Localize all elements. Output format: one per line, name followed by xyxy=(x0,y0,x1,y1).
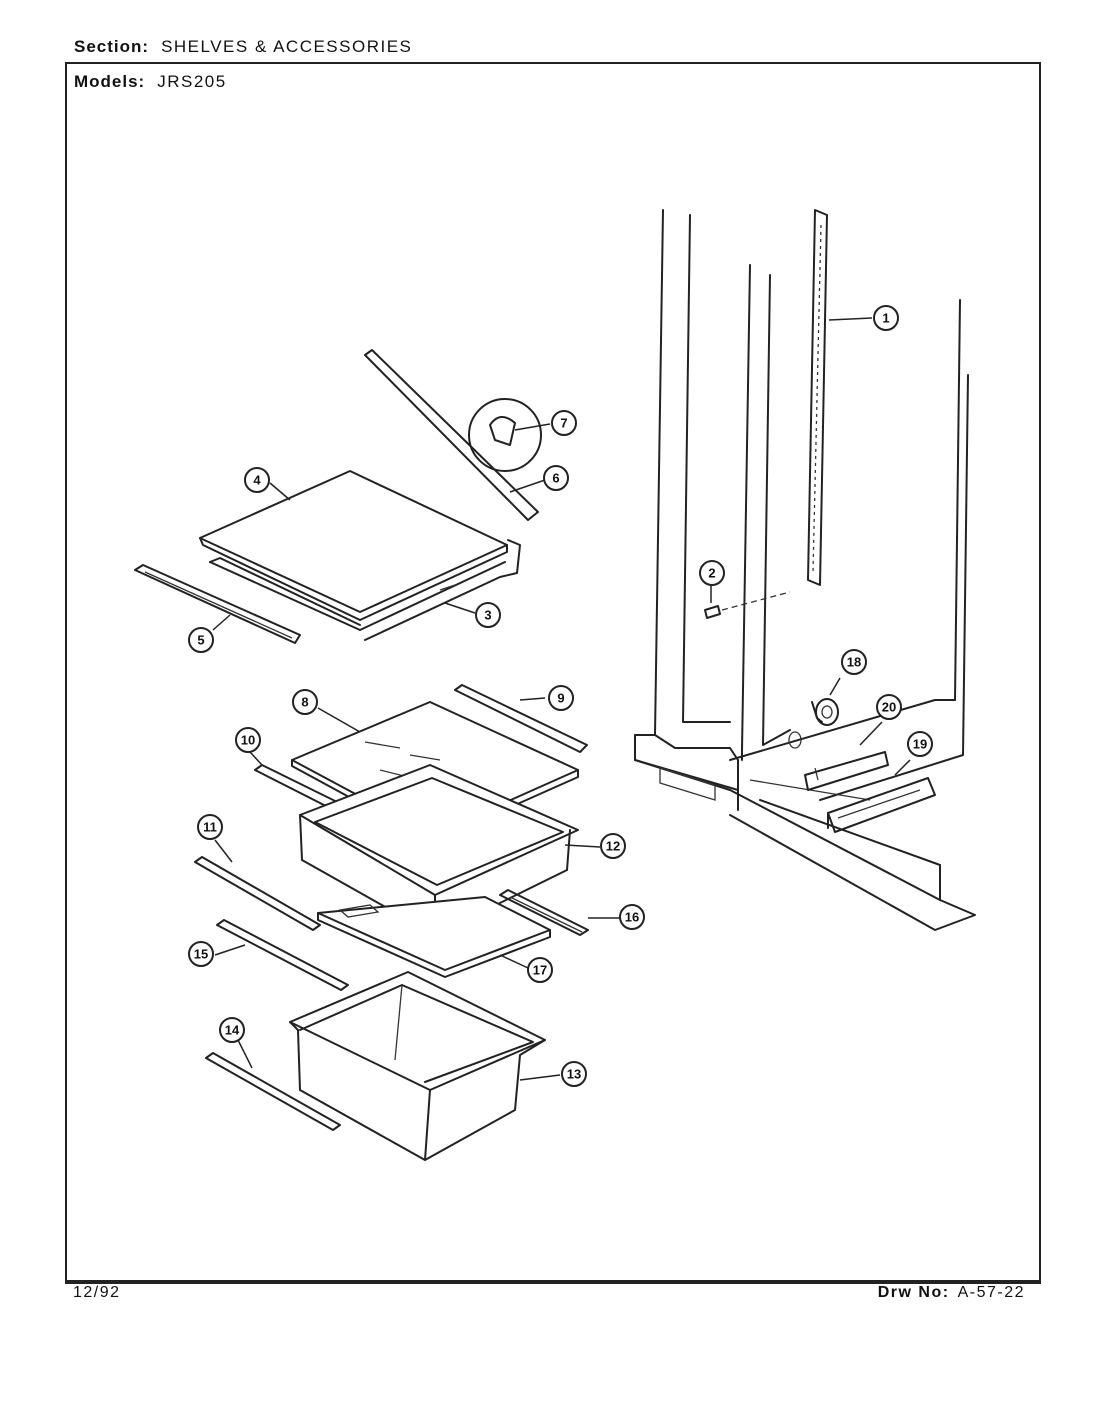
callout-number: 9 xyxy=(557,691,564,706)
callout-circle xyxy=(292,689,318,715)
callout-number: 8 xyxy=(301,695,308,710)
callout-circle xyxy=(188,627,214,653)
callout-9: 9 xyxy=(548,685,574,711)
callout-circle xyxy=(543,465,569,491)
callout-1: 1 xyxy=(873,305,899,331)
callout-20: 20 xyxy=(876,694,902,720)
callout-number: 20 xyxy=(882,700,896,715)
callout-number: 17 xyxy=(533,963,547,978)
models-heading: Models: JRS205 xyxy=(74,72,227,92)
callout-circle xyxy=(197,814,223,840)
part-14-trim xyxy=(205,1039,341,1131)
drawing-number-value: A-57-22 xyxy=(957,1284,1025,1301)
callout-number: 10 xyxy=(241,733,255,748)
callout-number: 4 xyxy=(253,473,261,488)
section-heading: Section: SHELVES & ACCESSORIES xyxy=(74,37,412,57)
section-label: Section: xyxy=(74,37,150,56)
callout-number: 13 xyxy=(567,1067,581,1082)
part-13-lower-drawer xyxy=(289,971,561,1161)
callout-14: 14 xyxy=(219,1017,245,1043)
part-7-clip-detail xyxy=(468,398,551,472)
callout-number: 3 xyxy=(484,608,491,623)
callout-number: 14 xyxy=(225,1023,240,1038)
callout-6: 6 xyxy=(543,465,569,491)
callout-2: 2 xyxy=(699,560,725,586)
drawing-number-label: Drw No: xyxy=(877,1284,950,1301)
footer-divider xyxy=(65,1280,1041,1282)
part-4-upper-shelf xyxy=(199,470,521,641)
part-6-rear-trim xyxy=(364,349,546,521)
callout-circle xyxy=(475,602,501,628)
part-16-slide xyxy=(499,889,620,936)
part-2-screw xyxy=(704,585,791,619)
callout-number: 7 xyxy=(560,416,567,431)
callout-18: 18 xyxy=(841,649,867,675)
callout-7: 7 xyxy=(551,410,577,436)
part-15-trim xyxy=(214,919,349,991)
part-9-shelf-trim xyxy=(454,684,588,753)
callout-circle xyxy=(841,649,867,675)
callout-circle xyxy=(907,731,933,757)
callout-number: 15 xyxy=(194,947,208,962)
drawing-frame xyxy=(65,62,1041,1284)
part-18-light-socket xyxy=(788,677,841,749)
drawing-number: Drw No: A-57-22 xyxy=(878,1284,1025,1302)
callout-circle xyxy=(188,941,214,967)
callout-circle xyxy=(873,305,899,331)
callout-number: 12 xyxy=(606,839,620,854)
callout-circle xyxy=(561,1061,587,1087)
part-17-crisper-cover xyxy=(317,896,551,978)
callout-circle xyxy=(548,685,574,711)
callout-19: 19 xyxy=(907,731,933,757)
callout-10: 10 xyxy=(235,727,261,753)
callout-number: 11 xyxy=(203,820,217,835)
part-5-front-trim xyxy=(134,564,301,644)
callout-number: 5 xyxy=(197,633,204,648)
callout-circle xyxy=(699,560,725,586)
models-label: Models: xyxy=(74,72,146,91)
callout-circle xyxy=(527,957,553,983)
callout-3: 3 xyxy=(475,602,501,628)
callout-number: 2 xyxy=(708,566,715,581)
callout-4: 4 xyxy=(244,467,270,493)
callout-circle xyxy=(551,410,577,436)
callout-number: 19 xyxy=(913,737,927,752)
callout-13: 13 xyxy=(561,1061,587,1087)
cabinet-interior xyxy=(634,209,976,931)
callout-number: 6 xyxy=(552,471,559,486)
part-19-light-housing xyxy=(827,759,936,833)
callout-circle xyxy=(600,833,626,859)
callout-circle xyxy=(219,1017,245,1043)
callout-15: 15 xyxy=(188,941,214,967)
callout-number: 16 xyxy=(625,910,639,925)
callout-16: 16 xyxy=(619,904,645,930)
callout-number: 1 xyxy=(882,311,889,326)
part-1-shelf-ladder xyxy=(807,209,873,586)
callout-circle xyxy=(244,467,270,493)
callout-circle xyxy=(619,904,645,930)
callout-circle xyxy=(876,694,902,720)
callout-number: 18 xyxy=(847,655,861,670)
callout-circle xyxy=(235,727,261,753)
part-11-trim xyxy=(194,839,321,931)
callout-17: 17 xyxy=(527,957,553,983)
callout-11: 11 xyxy=(197,814,223,840)
part-20-light-shield xyxy=(804,721,889,791)
callout-8: 8 xyxy=(292,689,318,715)
drawing-date: 12/92 xyxy=(73,1284,121,1301)
callout-5: 5 xyxy=(188,627,214,653)
models-value: JRS205 xyxy=(157,72,227,91)
section-value: SHELVES & ACCESSORIES xyxy=(161,37,413,56)
callout-12: 12 xyxy=(600,833,626,859)
